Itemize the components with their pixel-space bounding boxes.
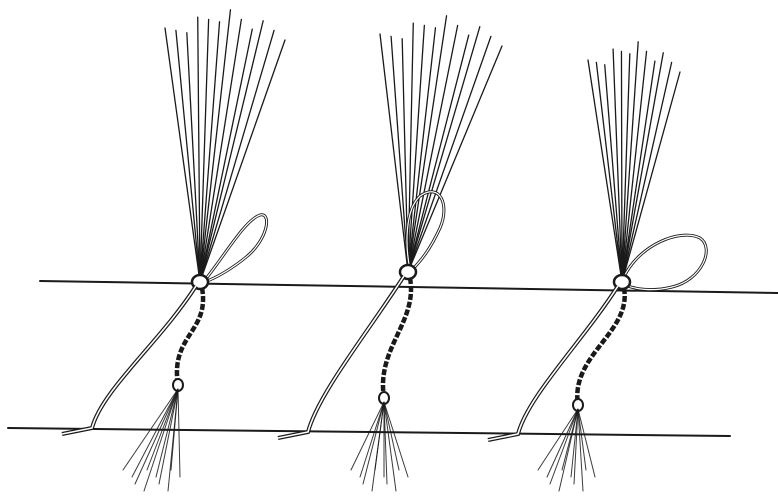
fringe-fiber [360,402,384,477]
fringe-fiber [178,389,180,477]
twisted-strand [383,278,411,398]
fiber-strand [408,25,458,272]
knot-2 [278,16,502,491]
knot-1 [62,10,285,491]
leg-strand-highlight [488,286,618,440]
fringe-fiber [384,402,408,477]
twisted-strand [177,288,203,385]
fringe-fiber [135,389,178,484]
fiber-strand [408,27,480,272]
fiber-strand [200,30,274,282]
fiber-strand [200,19,241,282]
fringe-fiber [538,409,578,470]
bow-loop [625,235,706,289]
bow-loop-highlight [625,235,706,289]
fiber-strand [408,46,502,272]
knot-3 [488,42,706,491]
fiber-strand [605,65,622,282]
fiber-strand [176,30,200,282]
twisted-strand [577,288,624,405]
fringe-fiber [578,409,586,470]
fiber-strand [165,28,200,282]
leg-strand [488,286,618,440]
fiber-strand [621,51,622,282]
fringe-fiber [363,402,384,484]
fringe-fiber [156,389,178,477]
fiber-strand [588,60,622,282]
fiber-strand [408,36,491,272]
fringe-fiber [578,409,583,491]
fiber-strand [622,72,680,282]
